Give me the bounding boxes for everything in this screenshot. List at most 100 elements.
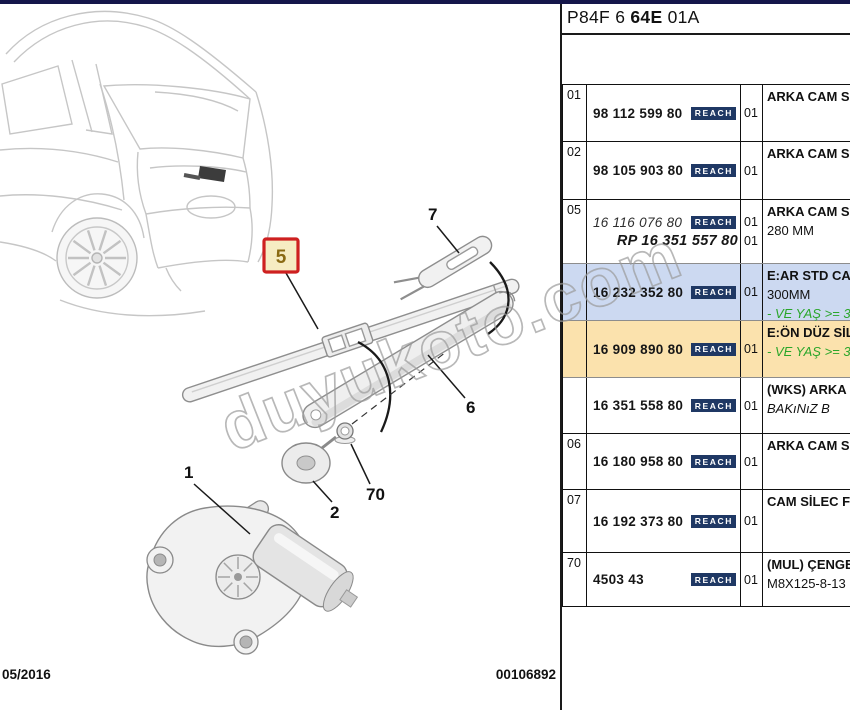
part-number-cell: 16 351 558 80 REACH — [587, 378, 741, 433]
description-line: 300MM — [767, 287, 811, 302]
ref-number-cell: 05 — [563, 200, 587, 263]
bracket-arc-right — [487, 261, 510, 335]
quantity-value: 01 — [744, 215, 758, 229]
part-number[interactable]: 16 909 890 80 — [593, 341, 684, 357]
quantity-value: 01 — [744, 514, 758, 528]
reach-badge[interactable]: REACH — [690, 164, 736, 177]
callout-5-highlight[interactable]: 5 — [262, 237, 300, 274]
reach-badge[interactable]: REACH — [690, 455, 736, 468]
ref-number-cell: 07 — [563, 490, 587, 552]
description-line: ARKA CAM Sİ — [767, 146, 850, 161]
reach-badge[interactable]: REACH — [690, 106, 736, 120]
part-number[interactable]: 98 112 599 80 — [593, 105, 683, 121]
description-line: BAKıNıZ B — [767, 401, 830, 416]
quantity-cell: 01 — [741, 490, 763, 552]
description-line: - VE YAŞ >= 3 — [767, 306, 850, 321]
description-line: ARKA CAM Sİ — [767, 89, 850, 104]
quantity-value: 01 — [744, 285, 758, 299]
description-line: ARKA CAM Sİ — [767, 438, 850, 453]
part-number[interactable]: RP 16 351 557 80 — [616, 232, 738, 249]
ref-number-cell — [563, 264, 587, 320]
quantity-cell: 01 — [741, 378, 763, 433]
plate-code-bold: 64E — [630, 7, 663, 27]
bracket-arc-left — [357, 340, 392, 433]
description-cell: CAM SİLEC FI — [763, 490, 850, 552]
ref-number-cell — [563, 378, 587, 433]
ref-number-cell: 06 — [563, 434, 587, 489]
panel-divider — [560, 0, 562, 710]
part-number[interactable]: 16 180 958 80 — [593, 454, 684, 469]
reach-badge[interactable]: REACH — [690, 399, 736, 412]
description-line: E:ÖN DÜZ SİL — [767, 325, 850, 340]
reach-badge[interactable]: REACH — [690, 342, 736, 356]
quantity-value: 01 — [744, 454, 758, 469]
part-number-cell: 16 180 958 80 REACH — [587, 434, 741, 489]
revision-date: 05/2016 — [2, 667, 51, 682]
parts-table-row[interactable]: 16 909 890 80 REACH 01 E:ÖN DÜZ SİL - VE YAŞ… — [563, 320, 850, 377]
description-line: (MUL) ÇENGE — [767, 557, 850, 572]
part-number[interactable]: 98 105 903 80 — [593, 163, 684, 178]
part-number-cell: 4503 43 REACH — [587, 553, 741, 606]
ref-number-cell: 70 — [563, 553, 587, 606]
reach-badge[interactable]: REACH — [690, 215, 736, 229]
part-number-cell: 16 116 076 80 REACH RP 16 351 557 80 — [587, 200, 741, 263]
callout-70[interactable]: 70 — [366, 485, 385, 504]
brand-badge — [198, 166, 226, 182]
reach-badge[interactable]: REACH — [690, 285, 736, 299]
description-line: CAM SİLEC FI — [767, 494, 850, 509]
part-number[interactable]: 16 192 373 80 — [593, 513, 684, 529]
quantity-cell: 01 — [741, 142, 763, 199]
reach-badge[interactable]: REACH — [690, 573, 736, 586]
document-number: 00106892 — [495, 667, 556, 682]
callout-1[interactable]: 1 — [184, 463, 193, 482]
wiper-arm-part — [302, 290, 516, 429]
quantity-cell: 01 — [741, 85, 763, 141]
part-number[interactable]: 4503 43 — [593, 572, 644, 587]
parts-table-row[interactable]: 01 98 112 599 80 REACH 01 ARKA CAM Sİ — [563, 85, 850, 141]
description-line: - VE YAŞ >= 3 — [767, 344, 850, 359]
part-number[interactable]: 16 232 352 80 — [593, 284, 684, 300]
callout-2[interactable]: 2 — [330, 503, 339, 522]
description-line: (WKS) ARKA S — [767, 382, 850, 397]
wiper-arm-cover-part — [393, 235, 493, 301]
description-line: ARKA CAM Sİ — [767, 204, 850, 219]
description-cell: ARKA CAM Sİ — [763, 142, 850, 199]
callout-6[interactable]: 6 — [466, 398, 475, 417]
page-title: P84F 6 64E 01A — [562, 4, 850, 35]
gear-sunburst — [218, 557, 258, 597]
parts-table-row[interactable]: 16 351 558 80 REACH 01 (WKS) ARKA S BAKıNıZ … — [563, 377, 850, 433]
quantity-value: 01 — [744, 572, 758, 587]
parts-table-row[interactable]: 07 16 192 373 80 REACH 01 CAM SİLEC FI — [563, 489, 850, 552]
wheel-spokes — [68, 230, 126, 286]
reach-badge[interactable]: REACH — [690, 514, 736, 528]
part-number[interactable]: 16 351 558 80 — [593, 398, 684, 413]
wiper-blade-part — [181, 278, 520, 403]
plate-code-prefix: P84F 6 — [567, 7, 631, 27]
svg-text:5: 5 — [276, 247, 287, 268]
description-line: 280 MM — [767, 223, 814, 238]
ref-number-cell: 01 — [563, 85, 587, 141]
description-cell: ARKA CAM Sİ — [763, 85, 850, 141]
parts-table-row[interactable]: 70 4503 43 REACH 01 (MUL) ÇENGE M8X125-8-13 — [563, 552, 850, 606]
spindle-grommet-part — [281, 435, 337, 484]
description-line: M8X125-8-13 — [767, 576, 846, 591]
axis-dashed-line — [351, 351, 447, 425]
callout-7[interactable]: 7 — [428, 205, 437, 224]
part-number[interactable]: 16 116 076 80 — [593, 214, 683, 230]
parts-table-row[interactable]: 06 16 180 958 80 REACH 01 ARKA CAM Sİ — [563, 433, 850, 489]
quantity-value: 01 — [744, 106, 758, 120]
description-cell: (WKS) ARKA S BAKıNıZ B — [763, 378, 850, 433]
part-number-cell: 98 112 599 80 REACH — [587, 85, 741, 141]
quantity-value: 01 — [744, 342, 758, 356]
top-navy-strip — [0, 0, 850, 4]
quantity-value: 01 — [744, 398, 758, 413]
quantity-cell: 01 — [741, 321, 763, 377]
quantity-cell: 01 — [741, 434, 763, 489]
